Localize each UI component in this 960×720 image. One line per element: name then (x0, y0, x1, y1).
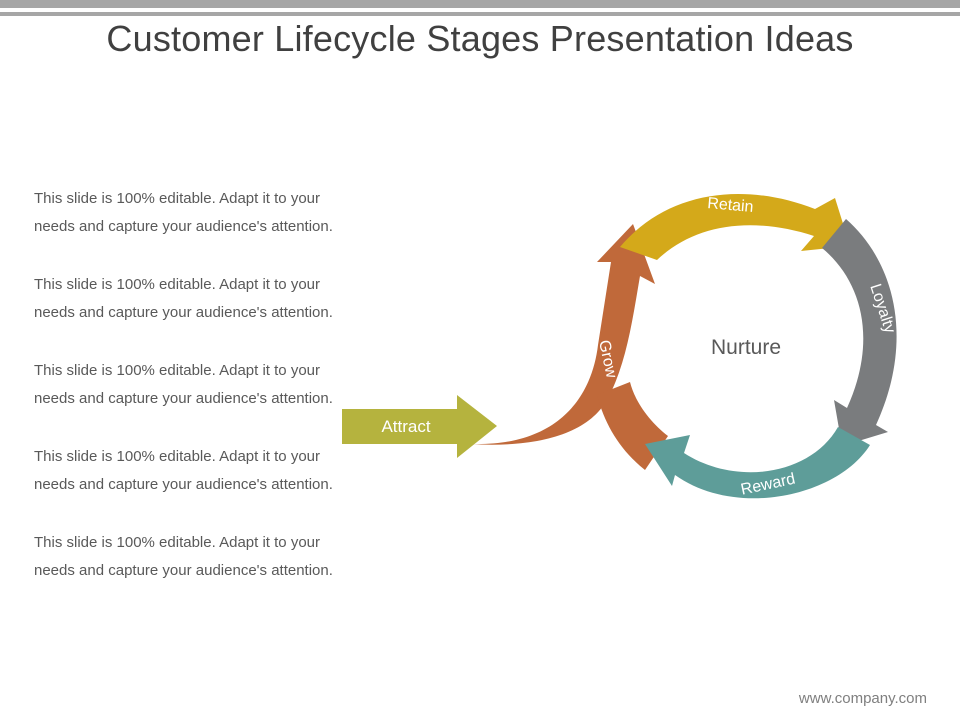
text-block: This slide is 100% editable. Adapt it to… (34, 357, 364, 443)
top-decorative-bar (0, 0, 960, 8)
retain-label: Retain (707, 195, 755, 216)
text-line: This slide is 100% editable. Adapt it to… (34, 362, 320, 379)
text-line: needs and capture your audience's attent… (34, 304, 333, 321)
text-block: This slide is 100% editable. Adapt it to… (34, 529, 364, 615)
retain-arrow (620, 193, 850, 260)
reward-arrow (645, 427, 870, 499)
text-line: needs and capture your audience's attent… (34, 390, 333, 407)
center-label: Nurture (711, 336, 781, 359)
text-line: needs and capture your audience's attent… (34, 562, 333, 579)
slide-title: Customer Lifecycle Stages Presentation I… (106, 18, 854, 59)
text-line: This slide is 100% editable. Adapt it to… (34, 276, 320, 293)
engage-grow-arrow (470, 224, 655, 445)
attract-arrow (342, 395, 497, 458)
text-block: This slide is 100% editable. Adapt it to… (34, 185, 364, 271)
text-block: This slide is 100% editable. Adapt it to… (34, 271, 364, 357)
text-line: needs and capture your audience's attent… (34, 476, 333, 493)
text-block-list: This slide is 100% editable. Adapt it to… (34, 185, 364, 615)
attract-label: Attract (381, 417, 430, 436)
loyalty-arrow (822, 219, 897, 446)
text-block: This slide is 100% editable. Adapt it to… (34, 443, 364, 529)
footer-url: www.company.com (798, 690, 927, 707)
top-decorative-line (0, 12, 960, 16)
text-line: This slide is 100% editable. Adapt it to… (34, 190, 320, 207)
text-line: needs and capture your audience's attent… (34, 218, 333, 235)
text-line: This slide is 100% editable. Adapt it to… (34, 448, 320, 465)
text-line: This slide is 100% editable. Adapt it to… (34, 534, 320, 551)
